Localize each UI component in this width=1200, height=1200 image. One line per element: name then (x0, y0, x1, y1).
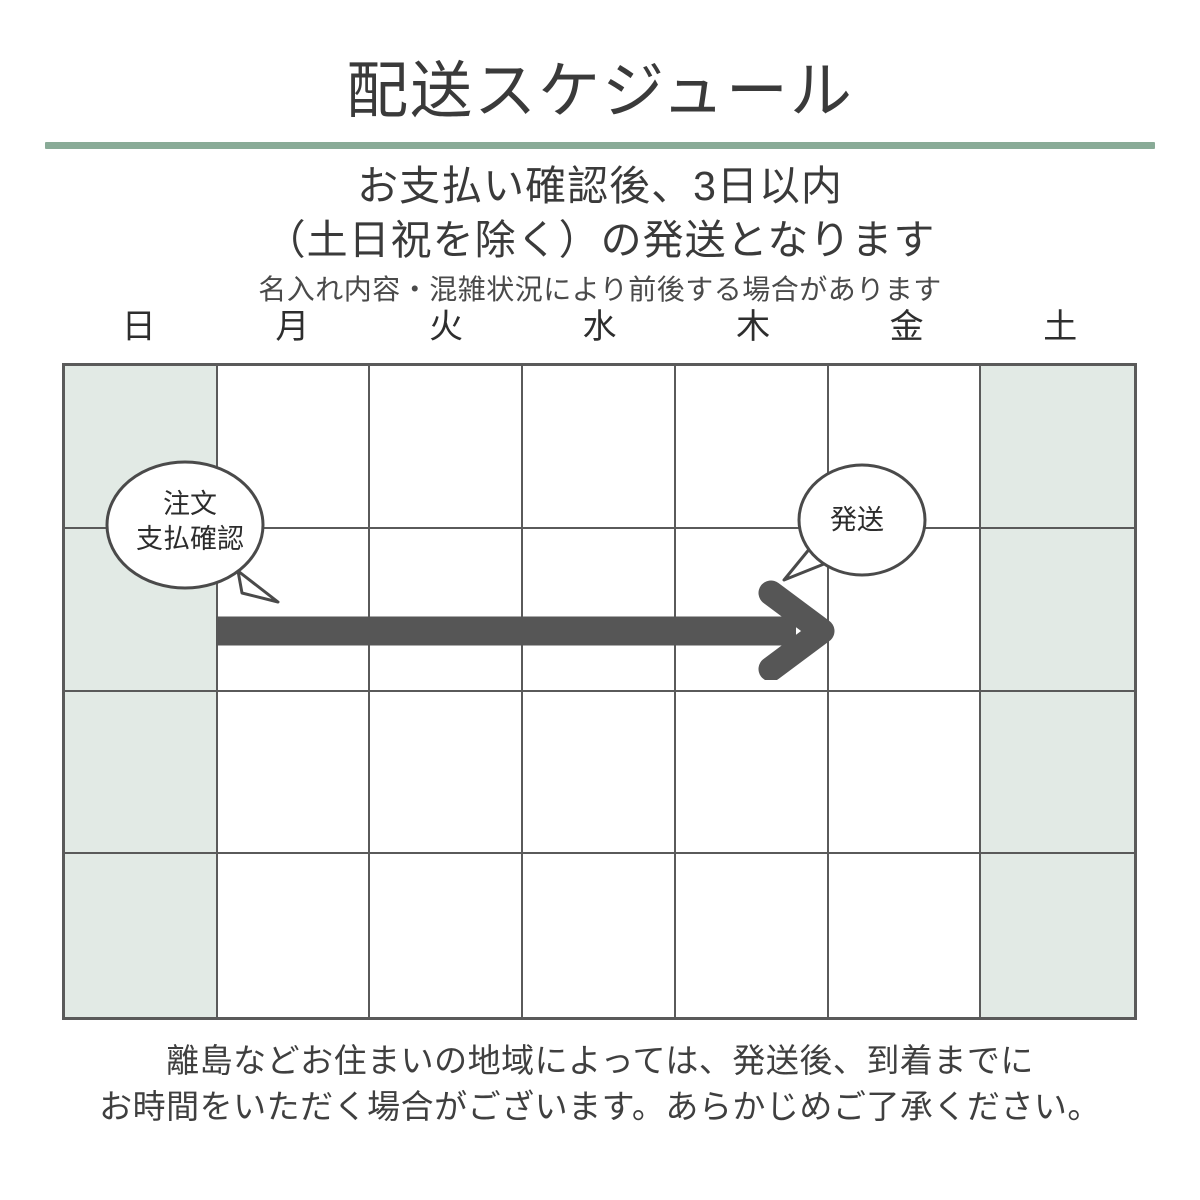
order-bubble-label-2: 支払確認 (136, 524, 244, 554)
weekday-header-row: 日 月 火 水 木 金 土 (62, 305, 1137, 351)
weekday-label-fri: 金 (889, 308, 924, 346)
weekday-label-thu: 木 (736, 308, 771, 346)
calendar-cell-tue-week-4 (370, 854, 524, 1017)
calendar-cell-fri-week-4 (829, 854, 982, 1017)
calendar-cell-thu-week-1 (675, 366, 829, 529)
calendar-cell-fri-week-3 (828, 691, 982, 855)
page-title: 配送スケジュール (346, 57, 854, 126)
calendar-cell-sun-week-4 (65, 854, 218, 1017)
calendar-cell-tue-week-2 (370, 528, 524, 692)
calendar-cell-wed-week-3 (523, 691, 676, 855)
calendar-grid (62, 363, 1137, 1020)
weekday-label-mon: 月 (275, 308, 310, 346)
weekday-label-tue: 火 (428, 308, 463, 346)
calendar-cell-sun-week-3 (65, 691, 218, 855)
calendar-cell-mon-week-4 (218, 854, 371, 1017)
weekday-label-sat: 土 (1043, 308, 1078, 346)
calendar-cell-tue-week-3 (370, 691, 524, 855)
subtitle-note: 名入れ内容・混雑状況により前後する場合があります (258, 274, 942, 305)
calendar-cell-thu-week-4 (676, 854, 829, 1017)
calendar-cell-wed-week-1 (523, 366, 676, 529)
calendar-cell-wed-week-2 (523, 528, 676, 692)
calendar-cell-mon-week-3 (217, 691, 371, 855)
footer-line-2: お時間をいただく場合がございます。あらかじめご了承ください。 (99, 1088, 1101, 1125)
calendar-cell-thu-week-3 (675, 691, 829, 855)
ship-bubble-label: 発送 (830, 505, 884, 535)
calendar-cell-sat-week-1 (981, 366, 1134, 529)
footer-line-1: 離島などお住まいの地域によっては、発送後、到着までに (166, 1042, 1034, 1079)
weekday-label-wed: 水 (582, 308, 617, 346)
weekday-label-sun: 日 (121, 308, 156, 346)
title-divider (45, 142, 1155, 149)
calendar-cell-mon-week-1 (217, 366, 371, 529)
calendar-cell-sat-week-2 (981, 528, 1134, 692)
subtitle-line-1: お支払い確認後、3日以内 (357, 163, 843, 209)
subtitle-line-2: （土日祝を除く）の発送となります (264, 217, 936, 263)
calendar-cell-wed-week-4 (523, 854, 676, 1017)
calendar-cell-fri-week-2 (828, 528, 982, 692)
order-bubble-label-1: 注文 (163, 489, 217, 519)
calendar-cell-thu-week-2 (675, 528, 829, 692)
calendar-cell-mon-week-2 (217, 528, 371, 692)
calendar-cell-sat-week-4 (981, 854, 1134, 1017)
calendar-cell-tue-week-1 (370, 366, 524, 529)
calendar-cell-sat-week-3 (981, 691, 1134, 855)
